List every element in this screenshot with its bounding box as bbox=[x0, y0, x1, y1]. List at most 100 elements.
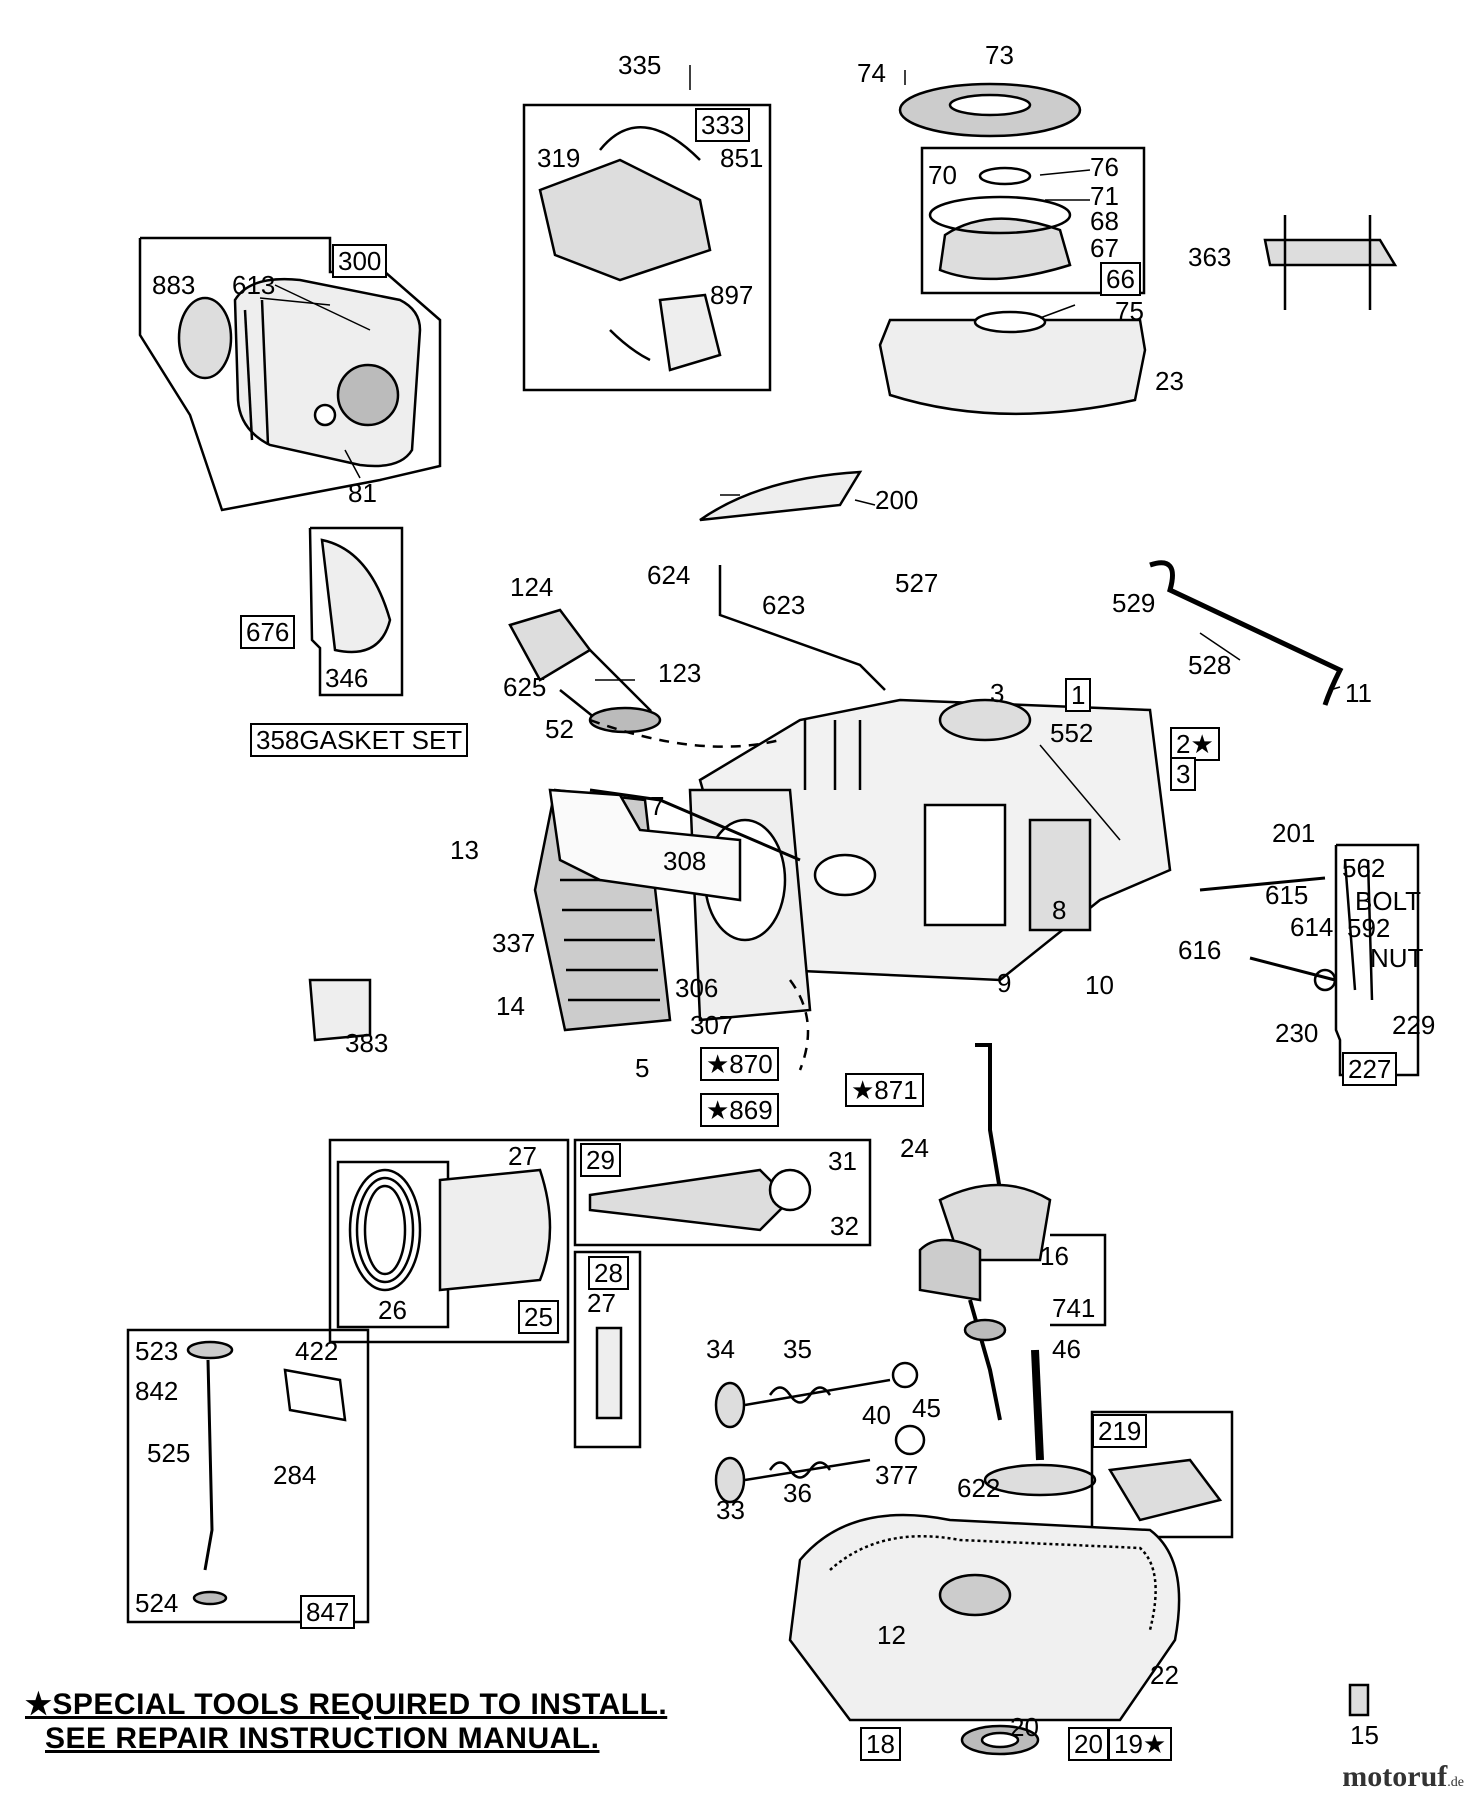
callout-676: 676 bbox=[240, 615, 296, 649]
piston-group bbox=[330, 1140, 568, 1342]
callout-625: 625 bbox=[503, 672, 547, 702]
crankshaft bbox=[920, 1045, 1050, 1420]
gasket-set-label: 358GASKET SET bbox=[250, 723, 469, 757]
callout-34: 34 bbox=[706, 1334, 735, 1364]
callout-897: 897 bbox=[710, 280, 754, 310]
cylinder-block bbox=[700, 700, 1170, 980]
callout-524: 524 bbox=[135, 1588, 179, 1618]
callout-851: 851 bbox=[720, 143, 764, 173]
callout-124: 124 bbox=[510, 572, 554, 602]
special-tools-note-line1: ★SPECIAL TOOLS REQUIRED TO INSTALL. bbox=[25, 1688, 668, 1721]
callout-333: 333 bbox=[695, 108, 751, 142]
callout-346: 346 bbox=[325, 663, 369, 693]
connecting-rod-group bbox=[575, 1140, 870, 1245]
callout-624: 624 bbox=[647, 560, 691, 590]
breather-tube bbox=[1150, 563, 1340, 705]
callout-31: 31 bbox=[828, 1146, 857, 1176]
callout-200: 200 bbox=[875, 485, 919, 515]
bolt-label: BOLT bbox=[1355, 886, 1421, 916]
linkage-group bbox=[1200, 845, 1418, 1075]
air-baffle bbox=[700, 472, 860, 520]
callout-46: 46 bbox=[1052, 1334, 1081, 1364]
callout-615: 615 bbox=[1265, 880, 1309, 910]
callout-529: 529 bbox=[1112, 588, 1156, 618]
callout-308: 308 bbox=[663, 846, 707, 876]
callout-36: 36 bbox=[783, 1478, 812, 1508]
callout-2-star: 2★ bbox=[1170, 727, 1220, 761]
callout-1: 1 bbox=[1065, 678, 1092, 712]
governor-group bbox=[128, 1330, 368, 1622]
callout-219: 219 bbox=[1092, 1414, 1148, 1448]
flywheel-group bbox=[880, 84, 1145, 414]
callout-52: 52 bbox=[545, 714, 574, 744]
callout-45: 45 bbox=[912, 1393, 941, 1423]
callout-5: 5 bbox=[635, 1053, 650, 1083]
callout-9: 9 bbox=[997, 968, 1012, 998]
callout-869: ★869 bbox=[700, 1093, 779, 1127]
brand-tld: .de bbox=[1447, 1775, 1464, 1790]
callout-523: 523 bbox=[135, 1336, 179, 1366]
bracket-363 bbox=[1265, 215, 1395, 310]
callout-7: 7 bbox=[650, 791, 665, 821]
callout-8: 8 bbox=[1052, 895, 1067, 925]
callout-552: 552 bbox=[1050, 718, 1094, 748]
callout-20: 20 bbox=[1010, 1712, 1039, 1742]
callout-19-star: 19★ bbox=[1108, 1727, 1173, 1761]
nut-label: NUT bbox=[1370, 943, 1424, 973]
callout-284: 284 bbox=[273, 1460, 317, 1490]
callout-383: 383 bbox=[345, 1028, 389, 1058]
callout-20-box: 20 bbox=[1068, 1727, 1109, 1761]
callout-422: 422 bbox=[295, 1336, 339, 1366]
callout-363: 363 bbox=[1188, 242, 1232, 272]
callout-528: 528 bbox=[1188, 650, 1232, 680]
callout-76: 76 bbox=[1090, 152, 1119, 182]
special-tools-note-line2: SEE REPAIR INSTRUCTION MANUAL. bbox=[45, 1722, 600, 1755]
callout-16: 16 bbox=[1040, 1241, 1069, 1271]
part-383 bbox=[310, 980, 370, 1040]
intake-group bbox=[510, 610, 660, 732]
callout-307: 307 bbox=[690, 1010, 734, 1040]
shroud-308 bbox=[550, 790, 740, 900]
callout-319: 319 bbox=[537, 143, 581, 173]
callout-18: 18 bbox=[860, 1727, 901, 1761]
callout-3: 3 bbox=[1170, 757, 1197, 791]
callout-71: 71 bbox=[1090, 181, 1119, 211]
governor-assembly bbox=[1092, 1412, 1232, 1537]
callout-337: 337 bbox=[492, 928, 536, 958]
callout-40: 40 bbox=[862, 1400, 891, 1430]
callout-11: 11 bbox=[1345, 678, 1372, 708]
callout-67: 67 bbox=[1090, 233, 1119, 263]
callout-12: 12 bbox=[877, 1620, 906, 1650]
callout-81: 81 bbox=[348, 478, 377, 508]
callout-22: 22 bbox=[1150, 1660, 1179, 1690]
callout-35: 35 bbox=[783, 1334, 812, 1364]
valve-group bbox=[716, 1363, 924, 1502]
heat-shield-group bbox=[310, 528, 402, 695]
callout-847: 847 bbox=[300, 1595, 356, 1629]
camshaft bbox=[985, 1350, 1095, 1495]
callout-616: 616 bbox=[1178, 935, 1222, 965]
callout-68: 68 bbox=[1090, 206, 1119, 236]
callout-14: 14 bbox=[496, 991, 525, 1021]
callout-10: 10 bbox=[1085, 970, 1114, 1000]
callout-33: 33 bbox=[716, 1495, 745, 1525]
callout-842: 842 bbox=[135, 1376, 179, 1406]
callout-883: 883 bbox=[152, 270, 196, 300]
callout-70: 70 bbox=[928, 160, 957, 190]
callout-614: 614 bbox=[1290, 912, 1334, 942]
callout-871: ★871 bbox=[845, 1073, 924, 1107]
muffler-group bbox=[140, 238, 440, 510]
callout-73: 73 bbox=[985, 40, 1014, 70]
callout-123: 123 bbox=[658, 658, 702, 688]
callout-230: 230 bbox=[1275, 1018, 1319, 1048]
callout-741: 741 bbox=[1052, 1293, 1096, 1323]
brand-name: motoruf bbox=[1342, 1760, 1448, 1793]
callout-562: 562 bbox=[1342, 853, 1386, 883]
callout-29: 29 bbox=[580, 1143, 621, 1177]
callout-66: 66 bbox=[1100, 262, 1141, 296]
callout-335: 335 bbox=[618, 50, 662, 80]
callout-3-top: 3 bbox=[990, 678, 1005, 708]
callout-75: 75 bbox=[1115, 296, 1144, 326]
piston-pin-group bbox=[575, 1252, 640, 1447]
